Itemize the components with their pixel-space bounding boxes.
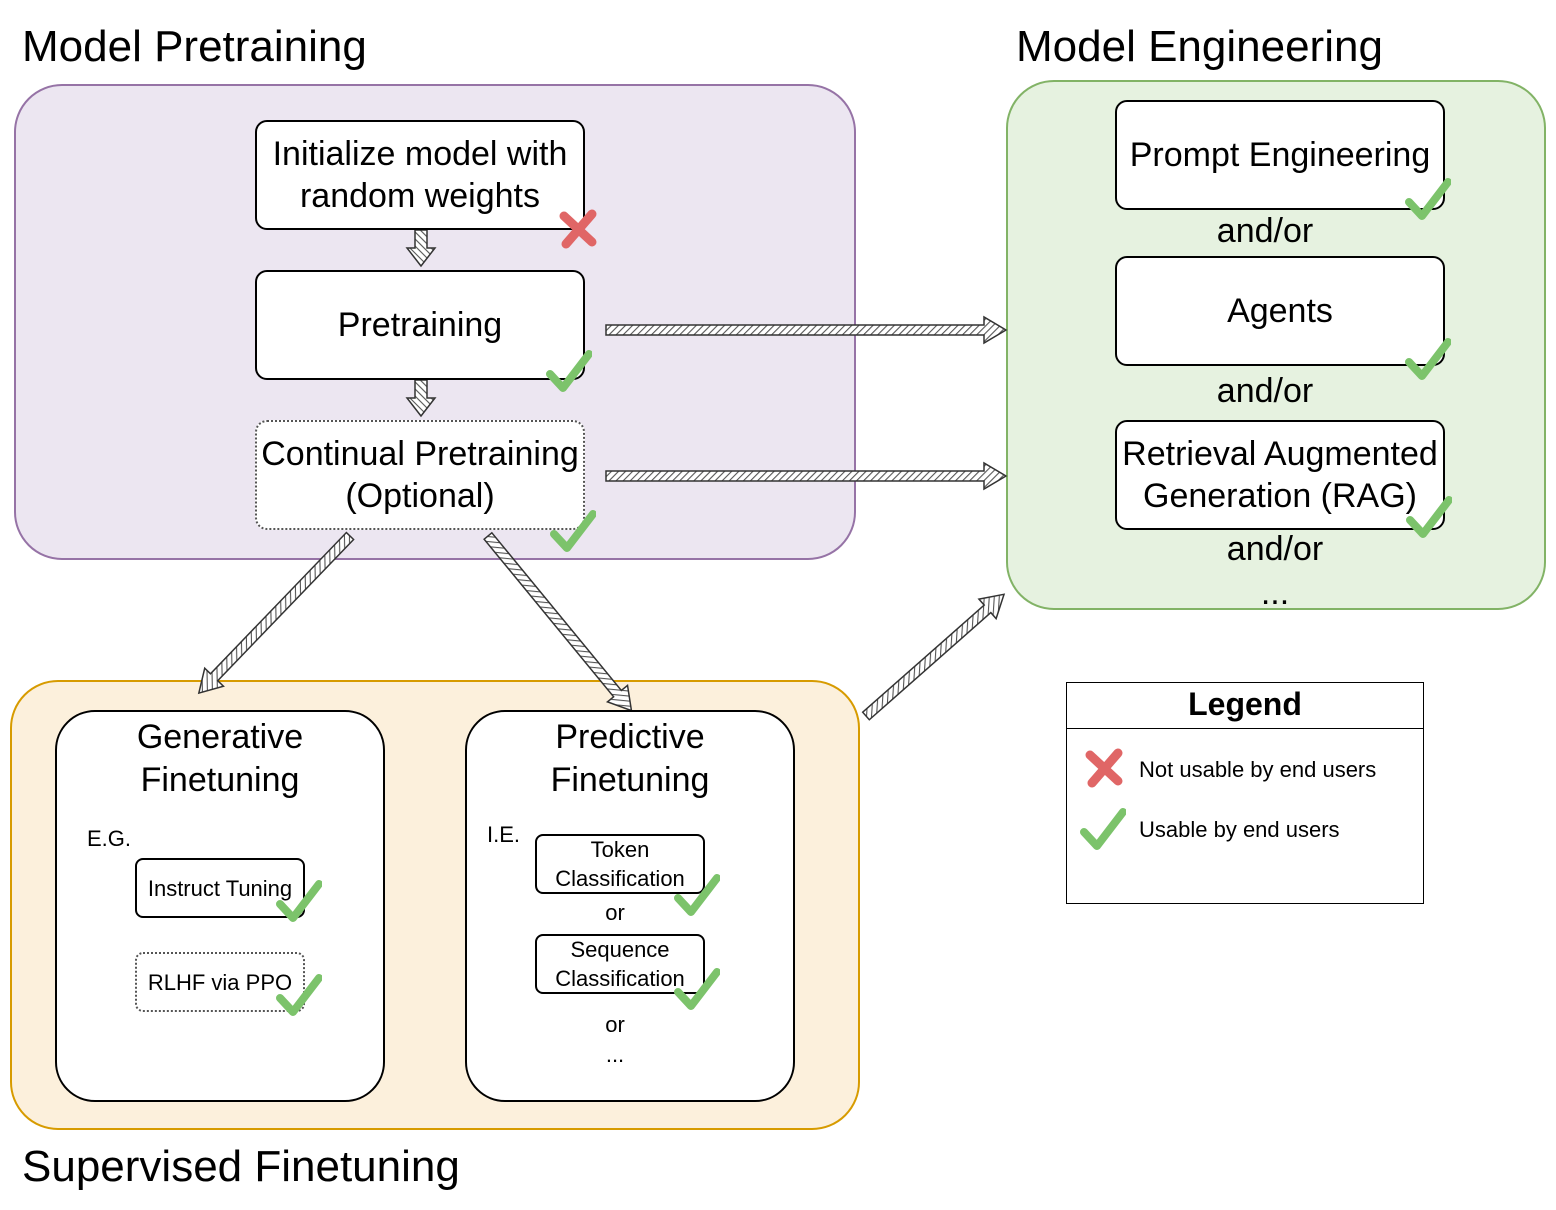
andor-label-1: and/or [1216,212,1314,250]
check-icon [1406,496,1452,538]
legend-box [1066,682,1424,904]
check-icon [1080,808,1126,850]
check-icon [1405,338,1451,380]
continual-pretraining-label: Continual Pretraining (Optional) [261,435,579,515]
predictive-or-label-2: or [605,1012,625,1037]
check-icon [276,974,322,1016]
check-icon [550,510,596,552]
agents-box: Agents [1115,256,1445,366]
instruct-tuning-box: Instruct Tuning [135,858,305,918]
predictive-finetuning-title: Predictive Finetuning [550,718,710,799]
cross-icon [559,209,597,249]
check-icon [674,968,720,1010]
check-icon [674,874,720,916]
pretraining-label: Pretraining [337,306,503,344]
arrow-continual-to-generative [197,531,355,695]
pretraining-box: Pretraining [255,270,585,380]
arrow-continual-to-engineering [605,461,1008,491]
arrow-pretraining-to-continual [405,379,437,418]
token-classification-label: Token Classification [555,837,685,891]
legend-usable-label: Usable by end users [1139,817,1340,842]
token-classification-box: Token Classification [535,834,705,894]
cross-icon [1085,748,1123,788]
model-pretraining-title: Model Pretraining [22,22,367,71]
legend-divider [1066,728,1424,729]
predictive-finetuning-panel [465,710,795,1102]
rag-box: Retrieval Augmented Generation (RAG) [1115,420,1445,530]
prompt-engineering-box: Prompt Engineering [1115,100,1445,210]
rlhf-label: RLHF via PPO [147,969,293,995]
arrow-finetuning-to-engineering [861,593,1006,721]
continual-pretraining-box: Continual Pretraining (Optional) [255,420,585,530]
predictive-ie-label: I.E. [487,822,521,847]
predictive-ellipsis: ... [605,1042,625,1067]
arrow-continual-to-predictive [483,531,633,712]
check-icon [546,350,592,392]
engineering-ellipsis: ... [1260,574,1290,612]
rlhf-box: RLHF via PPO [135,952,305,1012]
agents-label: Agents [1227,292,1333,330]
predictive-or-label-1: or [605,900,625,925]
model-engineering-title: Model Engineering [1016,22,1383,71]
generative-eg-label: E.G. [87,826,132,851]
sequence-classification-box: Sequence Classification [535,934,705,994]
prompt-engineering-label: Prompt Engineering [1129,136,1431,174]
check-icon [1405,178,1451,220]
sequence-classification-label: Sequence Classification [555,937,685,991]
andor-label-2: and/or [1216,372,1314,410]
arrow-pretraining-to-engineering [605,315,1008,345]
legend-not-usable-label: Not usable by end users [1139,757,1377,782]
initialize-weights-box: Initialize model with random weights [255,120,585,230]
andor-label-3: and/or [1226,530,1324,568]
check-icon [276,880,322,922]
generative-finetuning-title: Generative Finetuning [136,718,304,799]
arrow-init-to-pretraining [405,229,437,268]
supervised-finetuning-title: Supervised Finetuning [22,1142,460,1191]
instruct-tuning-label: Instruct Tuning [147,875,293,901]
legend-title: Legend [1188,686,1302,722]
initialize-weights-label: Initialize model with random weights [272,135,568,215]
rag-label: Retrieval Augmented Generation (RAG) [1122,435,1438,515]
